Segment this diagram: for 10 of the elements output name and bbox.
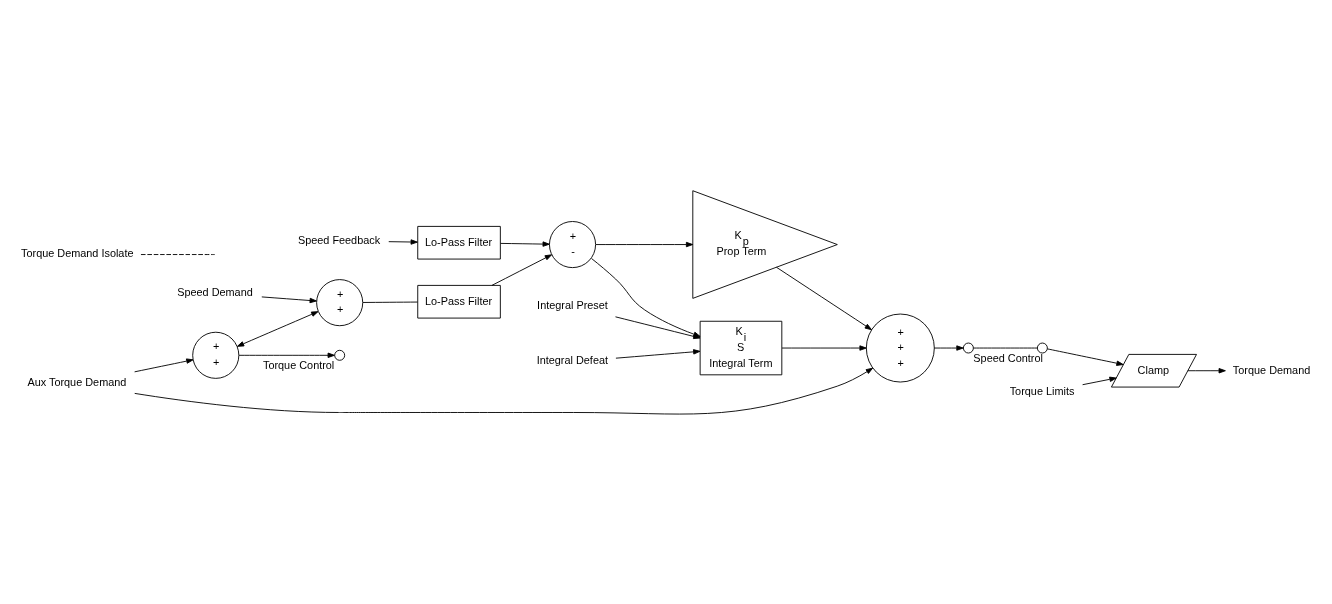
node-label: Torque Control [262, 358, 335, 371]
node-text: Speed Demand [177, 285, 253, 298]
node-text: Aux Torque Demand [27, 375, 127, 388]
node-text: Integral Preset [537, 298, 608, 311]
node-text: Torque Demand [1232, 363, 1311, 376]
node-label: Speed Control [973, 351, 1043, 364]
node-text: Speed Feedback [297, 233, 381, 246]
node-text: Torque Demand Isolate [21, 246, 134, 259]
node-text: Torque Limits [1009, 384, 1075, 397]
node-text: Integral Defeat [536, 353, 609, 366]
